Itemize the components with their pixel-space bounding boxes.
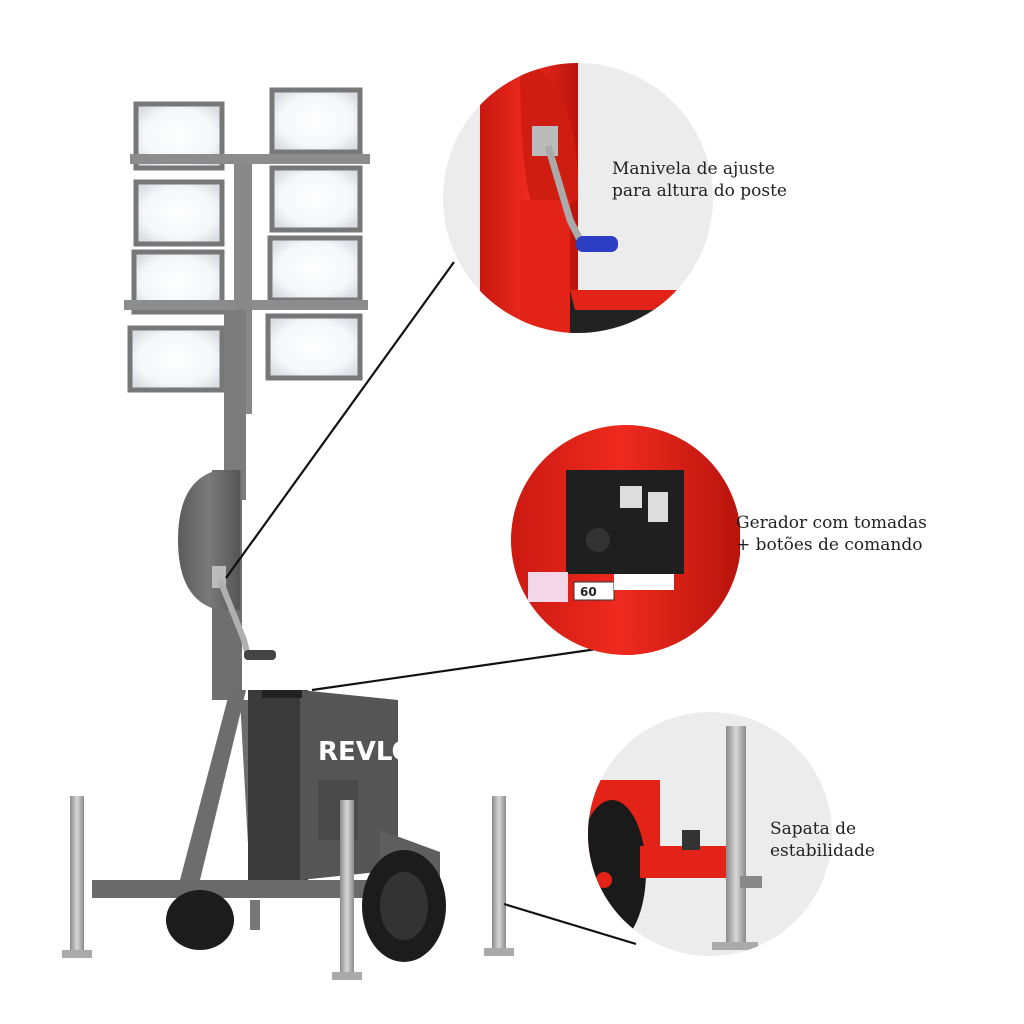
callout-crank-caption: Manivela de ajuste para altura do poste: [612, 158, 787, 202]
callout-lines: [225, 261, 637, 946]
callout-line: Gerador com tomadas: [736, 513, 927, 533]
panel-badge: 60: [580, 585, 597, 599]
callout-stabilizer-caption: Sapata de estabilidade: [770, 818, 875, 862]
crank-handle-icon: [212, 566, 276, 660]
callout-line: para altura do poste: [612, 181, 787, 201]
floodlight-array: [127, 87, 363, 393]
zoom-generator: 60: [511, 425, 741, 655]
stabilizer-jacks: [62, 796, 514, 980]
zoom-crank: [443, 63, 713, 333]
callout-line: + botões de comando: [736, 535, 923, 555]
callout-line: Sapata de: [770, 819, 857, 839]
callout-line: estabilidade: [770, 841, 875, 861]
stabilizer-jack-icon: [712, 726, 762, 950]
callout-generator-caption: Gerador com tomadas + botões de comando: [736, 512, 927, 556]
callout-line: Manivela de ajuste: [612, 159, 775, 179]
brand-logo: REVLO: [318, 737, 414, 767]
light-tower: REVLO: [62, 87, 514, 980]
